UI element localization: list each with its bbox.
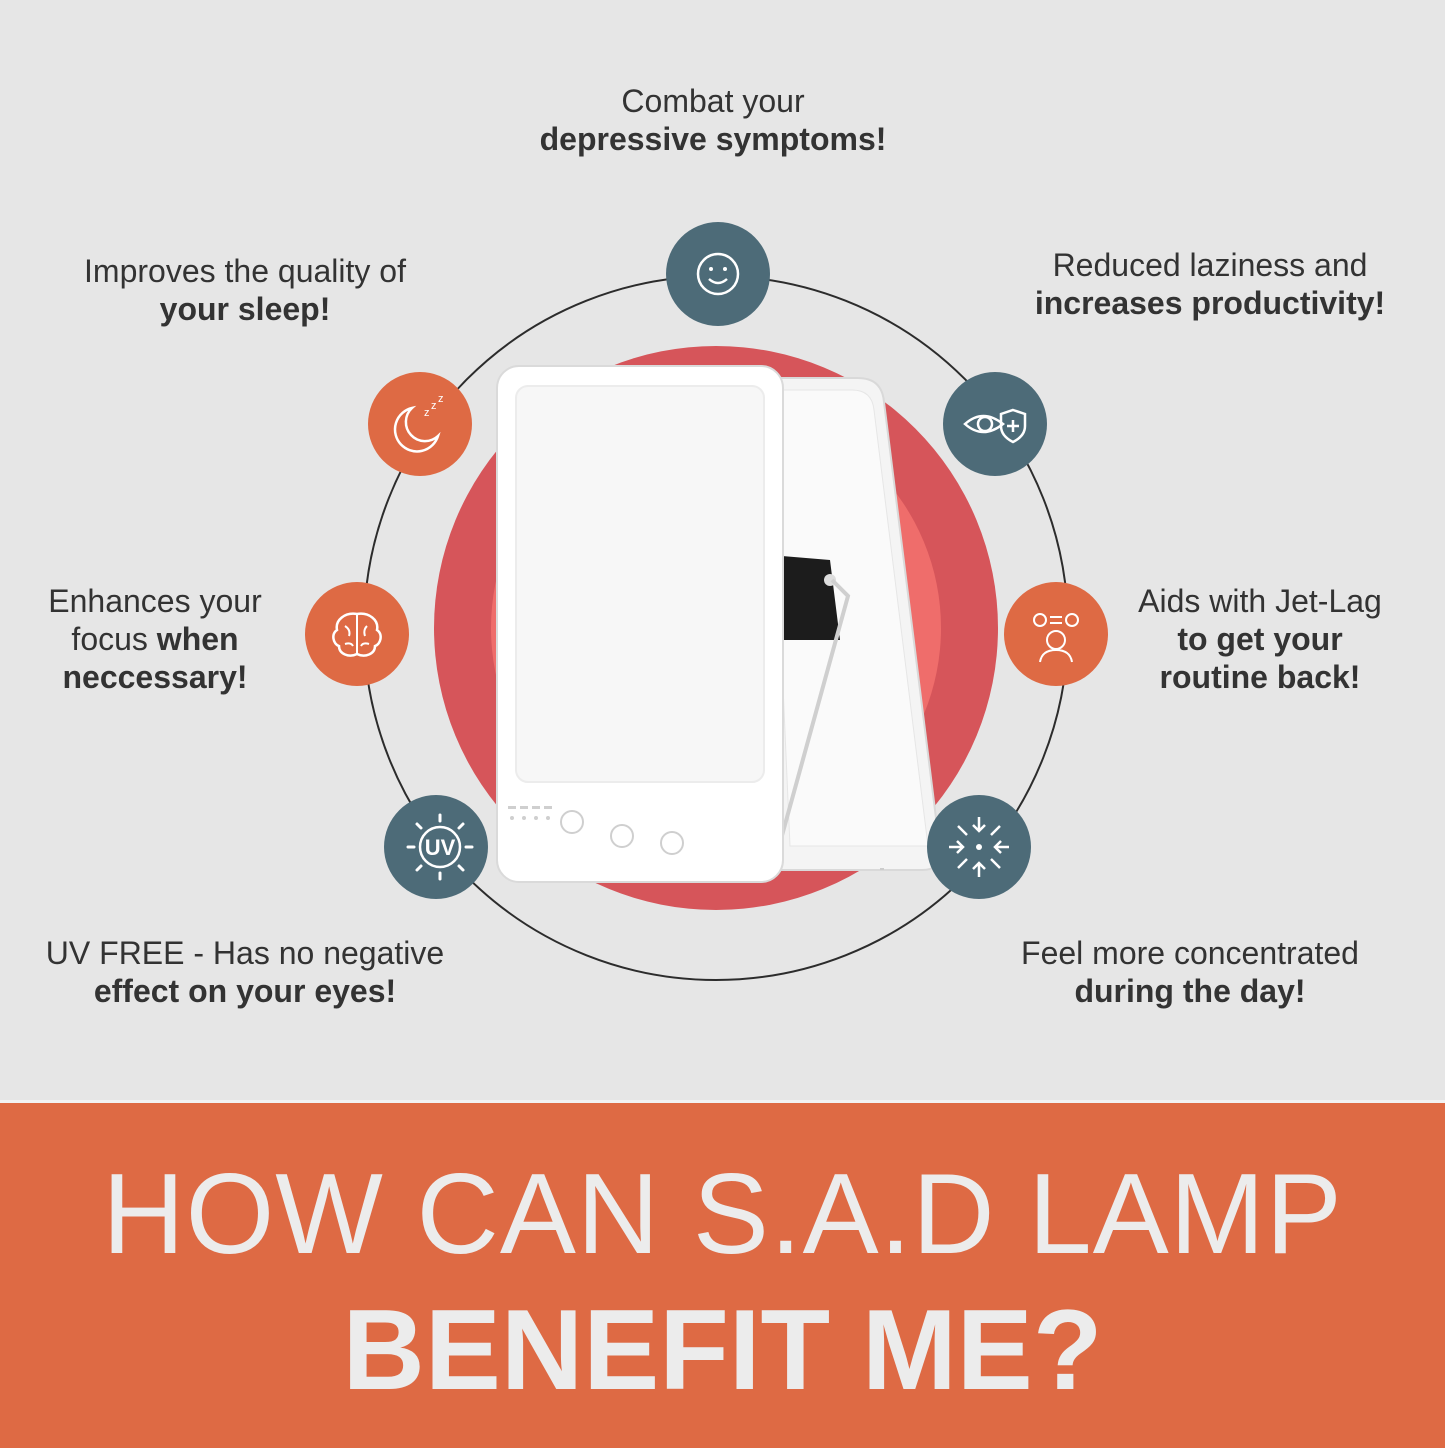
lamp-hinge xyxy=(770,555,840,640)
svg-text:z: z xyxy=(438,393,444,405)
lamp-power-button xyxy=(610,824,634,848)
benefit-focus-light: Enhances your xyxy=(48,583,262,619)
lamp-stand xyxy=(776,578,851,851)
benefit-jetlag-bold2: routine back! xyxy=(1159,659,1361,695)
smile-icon xyxy=(666,222,770,326)
benefit-concentration-light: Feel more concentrated xyxy=(1021,935,1359,971)
lamp-illustration xyxy=(363,275,1069,981)
benefit-concentration-text: Feel more concentrated during the day! xyxy=(980,934,1400,1010)
benefit-uv-light: UV FREE - Has no negative xyxy=(45,935,445,971)
benefit-jetlag-text: Aids with Jet-Lag to get your routine ba… xyxy=(1110,582,1410,696)
benefit-productivity-text: Reduced laziness and increases productiv… xyxy=(1010,246,1410,322)
benefit-depression-text: Combat your depressive symptoms! xyxy=(460,82,966,158)
headline-line-2: BENEFIT ME? xyxy=(342,1287,1103,1414)
benefit-jetlag-bold: to get your xyxy=(1177,621,1343,657)
headline-banner: HOW CAN S.A.D LAMP BENEFIT ME? xyxy=(0,1100,1445,1448)
benefit-focus-text: Enhances your focus when neccessary! xyxy=(20,582,290,696)
lamp-timer-button xyxy=(560,810,584,834)
headline-line-1: HOW CAN S.A.D LAMP xyxy=(102,1151,1343,1278)
benefit-focus-light2: focus xyxy=(71,621,148,657)
focus-arrows-icon xyxy=(927,795,1031,899)
benefit-sleep-text: Improves the quality of your sleep! xyxy=(40,252,450,328)
brain-icon xyxy=(305,582,409,686)
uv-icon-label: UV xyxy=(425,835,456,860)
svg-text:z: z xyxy=(424,407,430,419)
benefit-concentration-bold: during the day! xyxy=(1074,973,1306,1009)
benefit-sleep-bold: your sleep! xyxy=(159,291,331,327)
jetlag-icon xyxy=(1004,582,1108,686)
benefit-jetlag-light: Aids with Jet-Lag xyxy=(1138,583,1382,619)
benefit-focus-bold2: neccessary! xyxy=(62,659,248,695)
lamp-brightness-button xyxy=(660,831,684,855)
lamp-light-area xyxy=(515,385,765,783)
benefit-uv-text: UV FREE - Has no negative effect on your… xyxy=(20,934,470,1010)
benefit-depression-light: Combat your xyxy=(621,83,805,119)
benefit-depression-bold: depressive symptoms! xyxy=(539,121,887,157)
eye-shield-icon xyxy=(943,372,1047,476)
benefit-focus-bold: when xyxy=(156,621,239,657)
benefit-sleep-light: Improves the quality of xyxy=(84,253,406,289)
uv-icon: UV xyxy=(384,795,488,899)
svg-text:z: z xyxy=(431,400,437,412)
benefit-productivity-bold: increases productivity! xyxy=(1034,285,1386,321)
benefit-uv-bold: effect on your eyes! xyxy=(93,973,397,1009)
benefit-productivity-light: Reduced laziness and xyxy=(1052,247,1368,283)
